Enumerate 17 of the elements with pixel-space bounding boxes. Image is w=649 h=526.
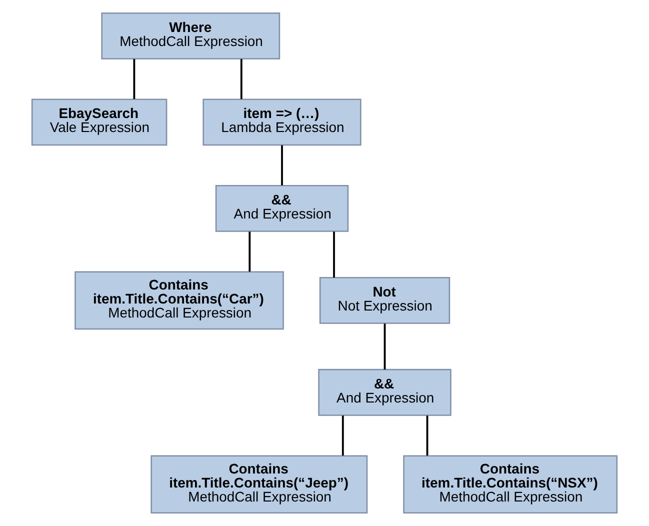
node-box: item => (…) Lambda Expression [202,98,362,146]
connector [281,145,283,186]
connector [240,59,242,99]
node-box: Contains item.Title.Contains(“Jeep”) MethodCall Expression [150,455,368,514]
node-box: Contains item.Title.Contains(“Car”) MethodCall Expression [74,271,284,330]
connector [248,232,251,272]
connector [384,324,386,370]
node-box: EbaySearch Vale Expression [31,98,168,146]
node-box: && And Expression [215,184,349,232]
node-box: Where MethodCall Expression [101,12,280,60]
connector [133,59,136,99]
node-box: Contains item.Title.Contains(“NSX”) MethodCall Expression [403,455,618,514]
connector [333,232,335,278]
connector [426,416,428,456]
node-box: Not Not Expression [319,276,450,324]
connector [342,416,344,456]
node-box: && And Expression [318,368,452,416]
